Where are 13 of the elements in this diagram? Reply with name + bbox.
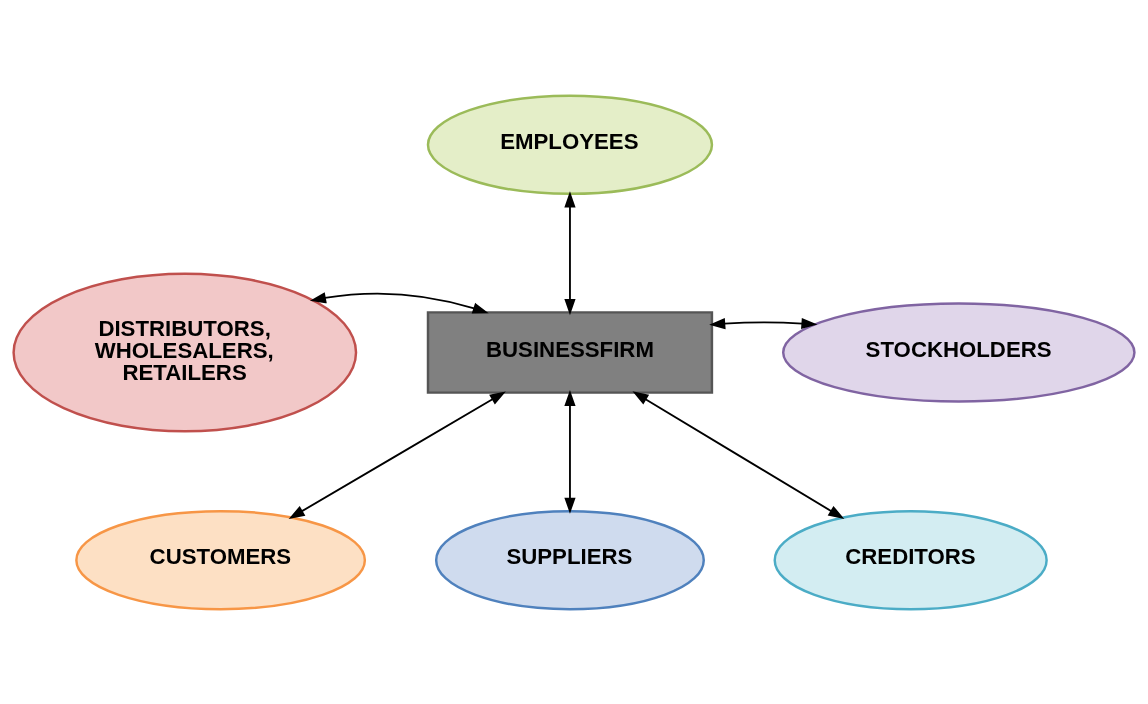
arrow — [564, 389, 576, 514]
node-ellipse: EMPLOYEES — [426, 94, 714, 195]
arrow — [564, 190, 576, 315]
arrow — [632, 390, 845, 519]
node-ellipse: CREDITORS — [773, 509, 1048, 610]
arrow — [309, 291, 489, 314]
node-ellipse: SUPPLIERS — [434, 509, 705, 610]
arrow — [709, 317, 818, 329]
node-box: BUSINESSFIRM — [426, 310, 714, 394]
node-ellipse: DISTRIBUTORS, WHOLESALERS, RETAILERS — [12, 272, 358, 432]
node-ellipse: STOCKHOLDERS — [781, 301, 1136, 403]
node-ellipse: CUSTOMERS — [75, 509, 367, 610]
arrow — [288, 390, 506, 519]
